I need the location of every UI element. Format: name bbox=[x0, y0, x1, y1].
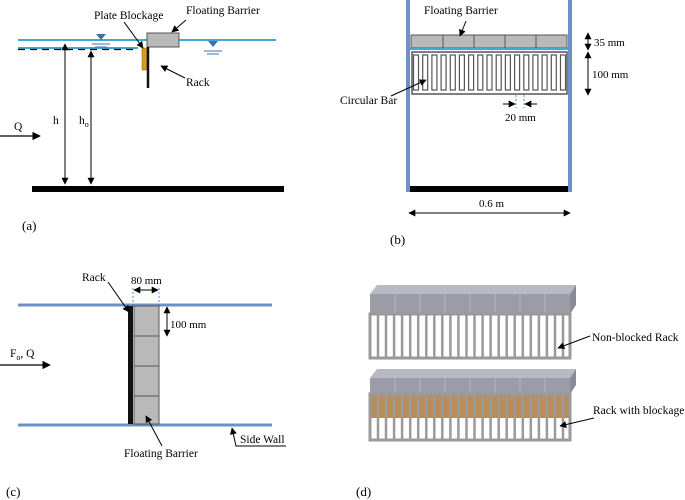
panel-d: Non-blocked Rack Rack with blockage (d) bbox=[356, 285, 684, 499]
render-non-blocked-rack bbox=[368, 285, 576, 360]
label-rack-with-blockage: Rack with blockage bbox=[593, 405, 684, 417]
render-bars-top bbox=[376, 314, 565, 358]
rack-bar bbox=[523, 54, 530, 91]
label-dim-80mm: 80 mm bbox=[131, 275, 162, 287]
render-blocked-rack bbox=[368, 369, 576, 442]
label-force: Fo, Q bbox=[10, 348, 35, 362]
label-circular-bar: Circular Bar bbox=[340, 95, 397, 107]
leader-non-blocked bbox=[557, 335, 591, 350]
rack-bar bbox=[449, 54, 456, 91]
label-dim-100mm-b: 100 mm bbox=[592, 69, 629, 81]
channel-bed-b bbox=[410, 186, 568, 192]
floating-barrier-c bbox=[133, 305, 160, 425]
panel-a: Plate Blockage Floating Barrier Rack Q h… bbox=[0, 5, 284, 233]
side-wall-left-b bbox=[406, 0, 410, 192]
rack-frame-b bbox=[411, 51, 568, 95]
plate-blockage bbox=[141, 47, 148, 71]
water-level-marker-downstream bbox=[204, 41, 222, 55]
panel-label-b: (b) bbox=[390, 232, 405, 247]
panel-b: 35 mm 100 mm 20 mm 0.6 m Floating Barrie… bbox=[340, 0, 629, 247]
rack-c bbox=[128, 306, 133, 424]
rack-bar bbox=[412, 54, 420, 91]
leader-rack-c bbox=[107, 281, 130, 313]
rack-bar bbox=[440, 54, 447, 91]
rack-bar bbox=[559, 54, 567, 91]
leader-side-wall bbox=[229, 427, 286, 447]
panel-label-c: (c) bbox=[6, 484, 20, 499]
label-non-blocked-rack: Non-blocked Rack bbox=[592, 332, 679, 344]
rack-bar bbox=[486, 54, 493, 91]
label-q-a: Q bbox=[14, 121, 23, 133]
rack-bar bbox=[532, 54, 539, 91]
panel-c: 80 mm 100 mm Fo, Q Rack Floating Barrier… bbox=[0, 272, 286, 499]
label-side-wall: Side Wall bbox=[240, 434, 285, 446]
label-dim-100mm-c: 100 mm bbox=[170, 319, 207, 331]
leader-circular-bar bbox=[390, 79, 427, 97]
rack-bars-b bbox=[412, 54, 567, 91]
rack-bar bbox=[550, 54, 557, 91]
label-h0: ho bbox=[79, 115, 89, 129]
label-plate-blockage: Plate Blockage bbox=[94, 10, 163, 22]
panel-label-d: (d) bbox=[356, 484, 371, 499]
leader-plate-blockage bbox=[123, 21, 144, 49]
label-dim-35mm: 35 mm bbox=[594, 37, 625, 49]
leader-rack-a bbox=[160, 65, 186, 79]
label-rack-c: Rack bbox=[82, 272, 106, 284]
rack-bar bbox=[422, 54, 429, 91]
label-h: h bbox=[53, 115, 59, 127]
channel-bed bbox=[32, 186, 284, 192]
rack-bar bbox=[458, 54, 465, 91]
rack-bar bbox=[495, 54, 502, 91]
floating-barrier-b bbox=[410, 34, 568, 49]
label-floating-barrier-c: Floating Barrier bbox=[124, 448, 198, 460]
label-rack-a: Rack bbox=[186, 77, 210, 89]
rack-bar bbox=[477, 54, 484, 91]
leader-floating-barrier-b bbox=[459, 20, 467, 37]
panel-label-a: (a) bbox=[22, 218, 36, 233]
label-floating-barrier-a: Floating Barrier bbox=[186, 5, 260, 17]
floating-barrier-box bbox=[146, 32, 180, 48]
rack-bar bbox=[504, 54, 511, 91]
rack-bar bbox=[431, 54, 438, 91]
label-dim-20mm: 20 mm bbox=[505, 112, 536, 124]
render-bars-bottom bbox=[376, 394, 565, 440]
water-level-marker-upstream bbox=[92, 34, 110, 48]
rack-bar bbox=[513, 54, 521, 91]
rack-bar bbox=[541, 54, 548, 91]
label-dim-width: 0.6 m bbox=[479, 198, 505, 210]
leader-floating-barrier-c bbox=[145, 415, 163, 447]
leader-floating-barrier-a bbox=[171, 19, 187, 33]
leader-with-blockage bbox=[559, 417, 595, 428]
label-floating-barrier-b: Floating Barrier bbox=[424, 5, 498, 17]
rack-bar bbox=[468, 54, 475, 91]
side-wall-right-b bbox=[568, 0, 572, 192]
